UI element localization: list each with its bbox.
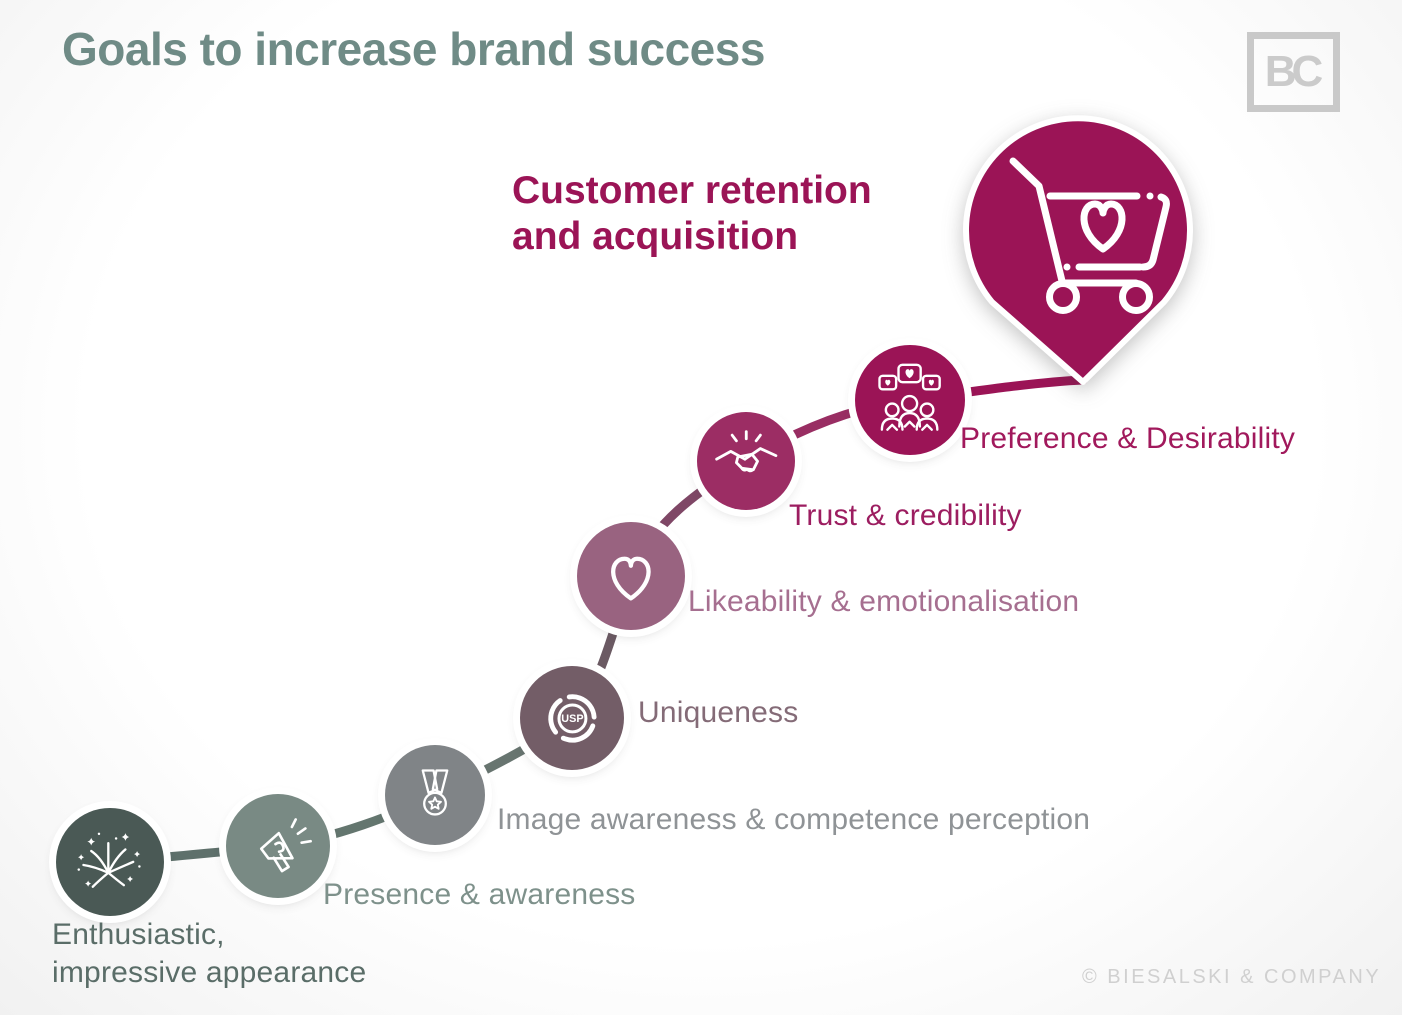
step-circle-presence bbox=[226, 794, 330, 898]
fireworks-icon bbox=[77, 832, 141, 889]
step-circle-uniqueness: USP bbox=[520, 666, 624, 770]
step-label-uniqueness: Uniqueness bbox=[638, 696, 799, 729]
people-hearts-icon bbox=[878, 363, 942, 432]
goal-label: Customer retention and acquisition bbox=[512, 169, 872, 259]
step-circle-preference bbox=[855, 345, 965, 455]
cart-heart bbox=[1080, 200, 1126, 253]
step-label-preference: Preference & Desirability bbox=[960, 422, 1296, 455]
usp-text: USP bbox=[561, 713, 583, 725]
company-logo-text: BC bbox=[1264, 47, 1324, 96]
medal-icon bbox=[421, 769, 449, 816]
step-circle-image-awareness bbox=[385, 745, 485, 845]
step-label-likeability: Likeability & emotionalisation bbox=[688, 585, 1080, 618]
step-circle-enthusiastic bbox=[56, 808, 164, 916]
step-label-trust: Trust & credibility bbox=[789, 499, 1022, 532]
step-circle-trust bbox=[697, 412, 795, 510]
handshake-icon bbox=[714, 429, 778, 472]
copyright-notice: © BIESALSKI & COMPANY bbox=[1082, 966, 1382, 988]
step-label-presence: Presence & awareness bbox=[323, 878, 636, 911]
heart-icon bbox=[611, 556, 651, 601]
pin-shape bbox=[963, 115, 1193, 385]
page-title: Goals to increase brand success bbox=[62, 23, 765, 75]
usp-badge-icon: USP bbox=[547, 693, 597, 743]
step-label-enthusiastic: Enthusiastic, impressive appearance bbox=[52, 918, 367, 989]
company-logo: BC bbox=[1247, 32, 1340, 112]
megaphone-icon bbox=[259, 817, 312, 872]
step-circle-likeability bbox=[577, 522, 685, 630]
step-label-image-awareness: Image awareness & competence perception bbox=[497, 803, 1091, 836]
shopping-cart-heart-icon bbox=[1009, 157, 1170, 314]
